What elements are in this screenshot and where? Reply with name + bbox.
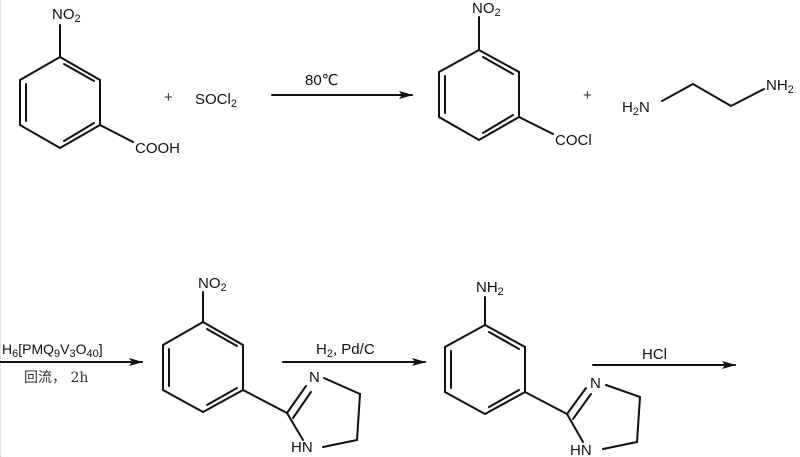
imidazoline-ring-product: [566, 384, 641, 450]
arrow2-catalyst: H6[PMQ9V3O40]: [2, 341, 103, 360]
benzene-ring-intermediate: [162, 291, 288, 414]
benzene-ring-reactant1: [19, 24, 134, 150]
arrow3-reagent: H2, Pd/C: [316, 341, 375, 360]
nitro-group-label-intermediate: NO2: [198, 275, 227, 294]
plus-sign-2: +: [583, 87, 592, 104]
benzene-ring-product1: [438, 16, 554, 142]
imine-nitrogen-label-product: N: [590, 375, 601, 392]
carboxylic-acid-label: COOH: [135, 140, 180, 157]
amine-nh-label-product: HN: [570, 442, 592, 457]
arrow1-condition: 80℃: [305, 72, 339, 89]
acyl-chloride-label: COCl: [555, 132, 592, 149]
left-border-divider: [0, 0, 1, 457]
ethylenediamine-right-amine: NH2: [766, 77, 794, 96]
amino-group-label-product: NH2: [476, 279, 504, 298]
nitro-group-label-product1: NO2: [472, 0, 501, 19]
ethylenediamine-chain: [661, 82, 765, 108]
thionyl-chloride-label: SOCl2: [195, 91, 237, 110]
plus-sign-1: +: [164, 89, 173, 106]
arrow4-reagent: HCl: [642, 346, 667, 363]
nitro-group-label-reactant1: NO2: [52, 6, 81, 25]
arrow2-condition: 回流， 2h: [24, 370, 89, 386]
amine-nh-label-intermediate: HN: [291, 439, 313, 456]
imine-nitrogen-label-intermediate: N: [309, 369, 320, 386]
benzene-ring-product: [444, 296, 568, 416]
ethylenediamine-left-amine: H2N: [622, 99, 650, 118]
imidazoline-ring-intermediate: [286, 377, 361, 448]
